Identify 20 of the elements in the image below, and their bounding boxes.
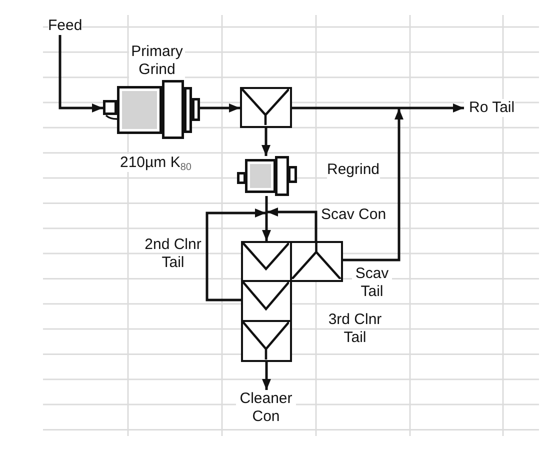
edge-label: 2nd Clnr Tail	[144, 236, 202, 272]
size-label: 210µm K$_{80}$	[120, 154, 192, 172]
flotation-cell	[241, 241, 292, 282]
flow-arrow	[262, 128, 270, 156]
flotation-cell	[240, 87, 292, 128]
flow-arrow	[206, 208, 266, 302]
flow-arrow	[200, 104, 240, 112]
equipment-label: Primary Grind	[129, 43, 185, 79]
flow-arrow	[262, 196, 271, 241]
flow-arrow	[262, 362, 271, 390]
flow-arrow	[58, 35, 103, 112]
flotation-cell	[241, 322, 292, 362]
stream-label: 3rd Clnr Tail	[327, 311, 383, 347]
stream-label: Ro Tail	[464, 99, 515, 117]
flotation-cell	[241, 282, 292, 322]
flow-arrow	[267, 208, 318, 241]
flow-arrow	[292, 104, 464, 112]
flow-arrow	[343, 108, 404, 262]
flotation-cell	[292, 241, 343, 282]
equipment-label: Regrind	[327, 161, 380, 179]
